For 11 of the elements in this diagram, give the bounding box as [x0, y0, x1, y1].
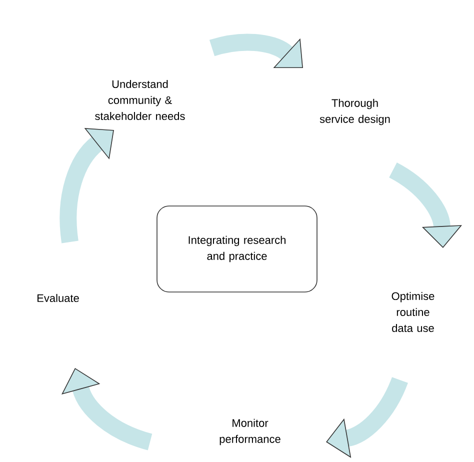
step-label: Monitor performance	[220, 418, 280, 446]
step-label: Optimise routine data use	[392, 292, 434, 332]
curved-arrow	[326, 376, 408, 458]
step-label: Evaluate	[38, 294, 79, 302]
step-label: Understand community & stakeholder needs	[95, 80, 185, 120]
curved-arrow	[388, 162, 462, 248]
curved-arrow	[210, 34, 303, 68]
curved-arrow	[61, 368, 152, 450]
step-label: Thorough service design	[320, 98, 390, 126]
curved-arrow	[60, 128, 114, 243]
rounded-box: Integrating research and practice	[156, 206, 318, 292]
